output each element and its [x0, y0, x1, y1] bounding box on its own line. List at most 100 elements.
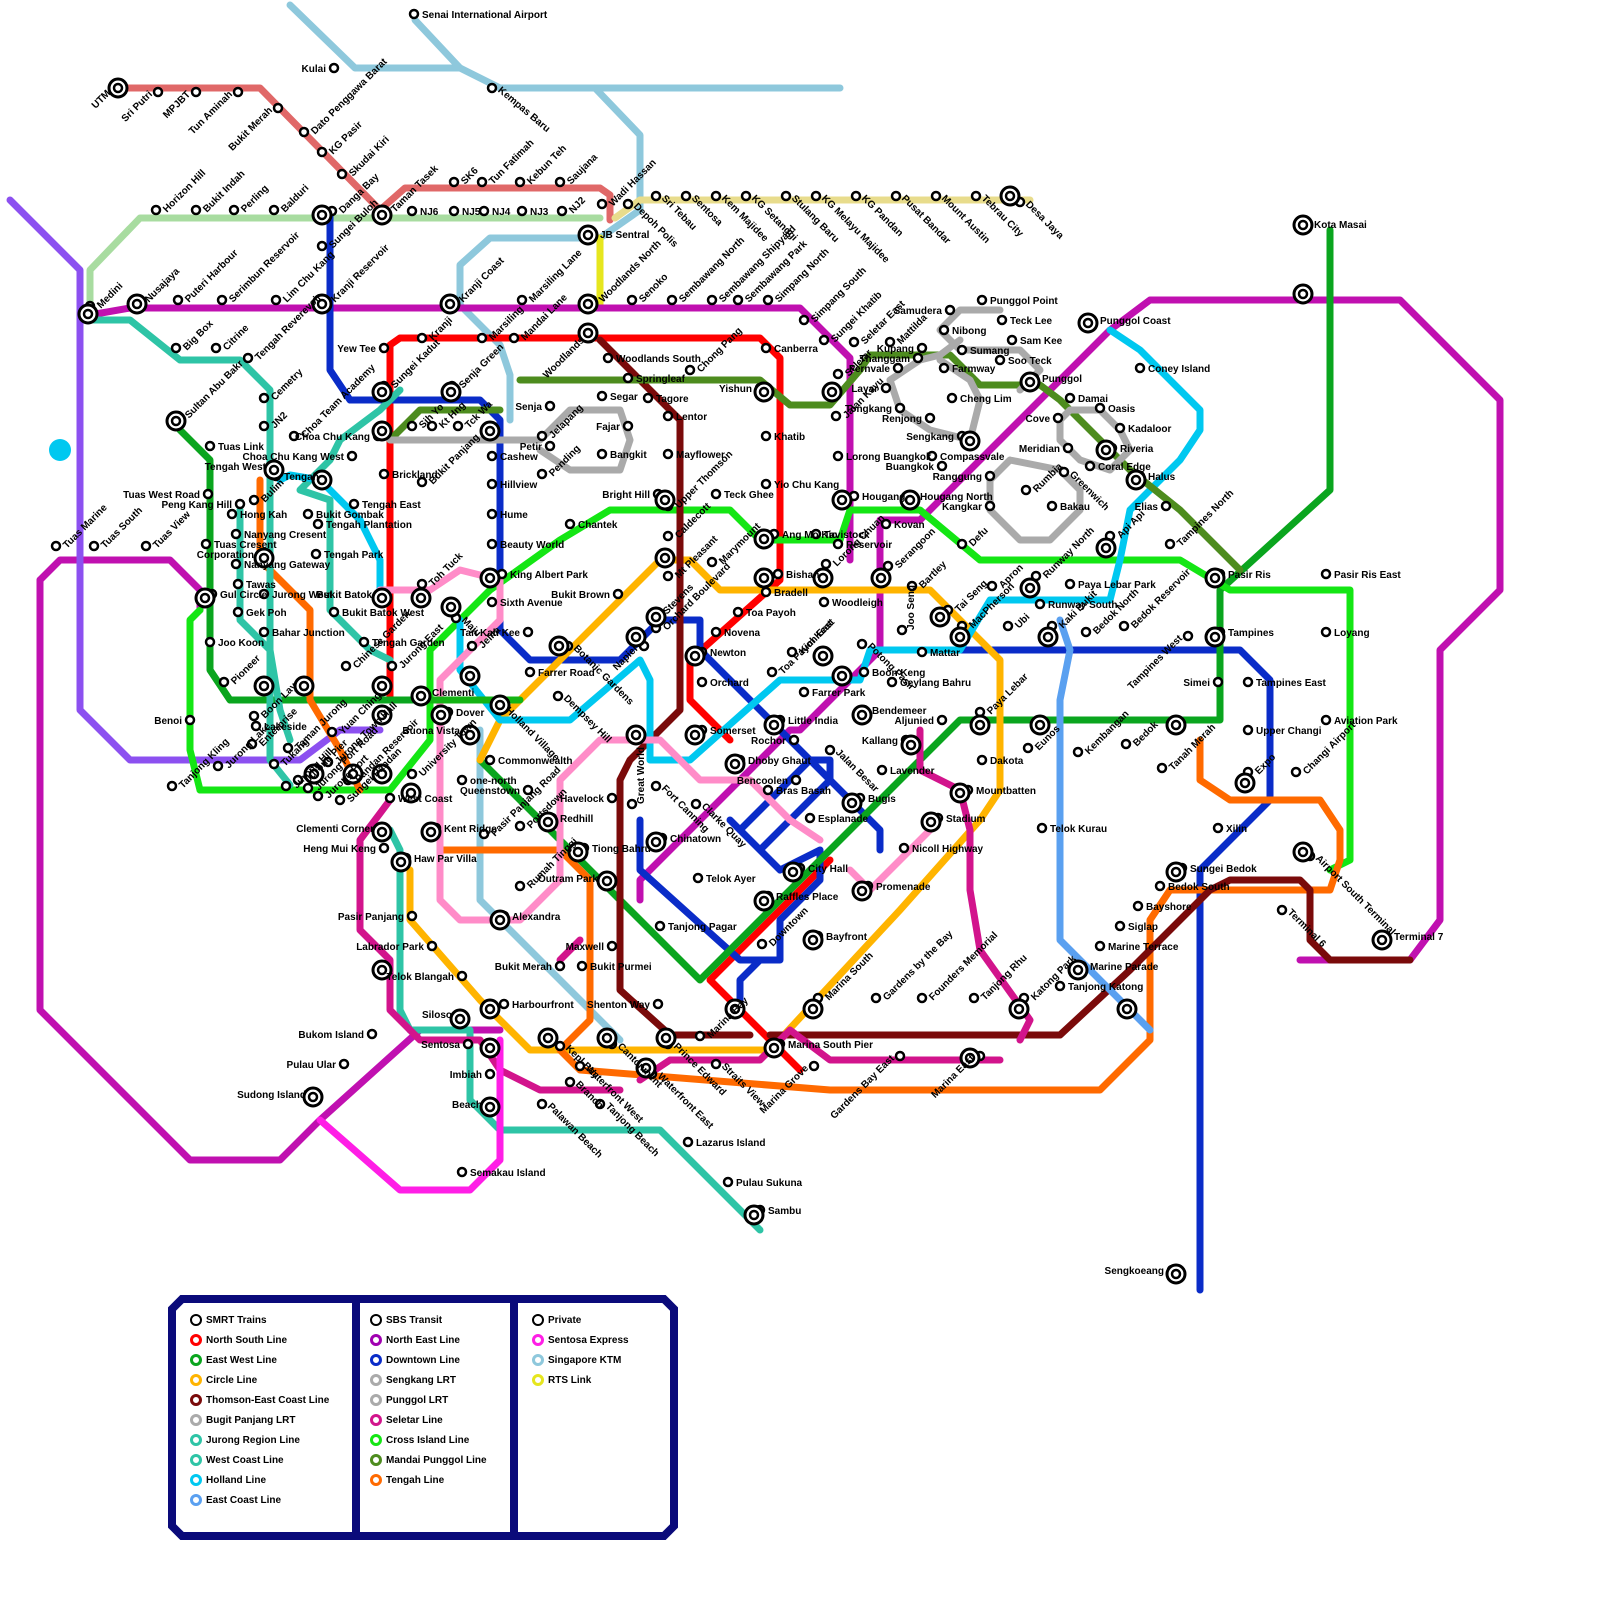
station-dot	[488, 480, 496, 488]
station-dot	[972, 192, 980, 200]
legend-item: RTS Link	[532, 1370, 682, 1390]
station-dot	[598, 392, 606, 400]
station-dot	[330, 608, 338, 616]
station-label: Kulai	[302, 64, 327, 75]
station-label: Benoi	[154, 716, 182, 727]
station-label: Yishun	[719, 384, 752, 395]
station-label: Airport South Terminal	[1313, 853, 1397, 937]
station-label: Nicoll Highway	[912, 844, 984, 855]
station-dot	[894, 364, 902, 372]
station-label: Expo	[1253, 752, 1278, 777]
station-label: KG Pasir	[327, 119, 365, 157]
station-dot	[538, 470, 546, 478]
station-label: Senja	[515, 402, 542, 413]
station-label: Telok Blangah	[386, 972, 454, 983]
station-dot	[516, 882, 524, 890]
station-dot	[938, 462, 946, 470]
station-label: Tengah West	[205, 462, 267, 473]
station-dot	[488, 598, 496, 606]
station-label: Bedok Reservoir	[1129, 567, 1193, 631]
interchange-core	[1102, 544, 1110, 552]
station-label: Hougang North	[920, 492, 993, 503]
station-dot	[408, 422, 416, 430]
station-label: Cove	[1026, 414, 1051, 425]
station-dot	[488, 510, 496, 518]
station-label: Alexandra	[512, 912, 561, 923]
station-label: Farrer Road	[538, 668, 595, 679]
legend-swatch-icon	[370, 1354, 382, 1366]
interchange-core	[789, 868, 797, 876]
station-dot	[274, 104, 282, 112]
station-dot	[206, 442, 214, 450]
station-label: Runway North	[1041, 525, 1097, 581]
station-dot	[566, 1078, 574, 1086]
station-dot	[428, 942, 436, 950]
station-label: Tampines	[1228, 628, 1274, 639]
station-label: Mattar	[930, 648, 960, 659]
station-label: Mattilda	[895, 312, 930, 347]
station-dot	[1056, 982, 1064, 990]
legend-swatch-icon	[370, 1414, 382, 1426]
station-label: Chantek	[578, 520, 618, 531]
station-dot	[230, 206, 238, 214]
station-dot	[806, 814, 814, 822]
interchange-core	[486, 1044, 494, 1052]
station-dot	[1038, 824, 1046, 832]
station-dot	[598, 200, 606, 208]
station-label: Nibong	[952, 326, 986, 337]
station-dot	[488, 452, 496, 460]
station-label: Woodlands South	[616, 354, 701, 365]
station-label: Xilin	[1226, 824, 1247, 835]
station-label: Bugis	[868, 794, 896, 805]
station-label: Perling	[239, 183, 271, 215]
station-dot	[486, 756, 494, 764]
station-label: Ranggung	[933, 472, 982, 483]
legend-label: Private	[548, 1315, 581, 1326]
station-dot	[538, 1100, 546, 1108]
station-dot	[664, 572, 672, 580]
interchange-core	[858, 711, 866, 719]
station-dot	[1036, 600, 1044, 608]
station-label: Beach	[452, 1100, 482, 1111]
station-dot	[556, 178, 564, 186]
interchange-core	[936, 613, 944, 621]
legend-item: Tengah Line	[370, 1470, 520, 1490]
station-dot	[792, 776, 800, 784]
station-label: Sudong Island	[237, 1090, 306, 1101]
station-label: Great World	[636, 747, 647, 804]
legend-column-1: SMRT TrainsNorth South LineEast West Lin…	[190, 1310, 340, 1510]
station-dot	[244, 354, 252, 362]
legend-label: Singapore KTM	[548, 1355, 621, 1366]
station-dot	[538, 432, 546, 440]
station-label: Terminal 7	[1394, 932, 1444, 943]
station-dot	[656, 922, 664, 930]
station-label: Tanjong Pagar	[668, 922, 737, 933]
station-label: Pulau Sukuna	[736, 1178, 803, 1189]
interchange-core	[1172, 868, 1180, 876]
legend-item: Cross Island Line	[370, 1430, 520, 1450]
station-label: Brickland	[392, 470, 438, 481]
station-dot	[696, 1032, 704, 1040]
station-dot	[768, 668, 776, 676]
interchange-core	[417, 594, 425, 602]
station-dot	[234, 88, 242, 96]
station-dot	[664, 532, 672, 540]
station-dot	[998, 316, 1006, 324]
station-dot	[318, 148, 326, 156]
station-dot	[652, 782, 660, 790]
station-dot	[734, 608, 742, 616]
legend-swatch-icon	[532, 1374, 544, 1386]
station-dot	[1292, 768, 1300, 776]
station-label: NJ4	[492, 207, 511, 218]
station-dot	[914, 354, 922, 362]
legend-label: North East Line	[386, 1335, 460, 1346]
bp-line	[1060, 410, 1130, 470]
station-dot	[388, 662, 396, 670]
interchange-core	[750, 1211, 758, 1219]
station-dot	[664, 412, 672, 420]
station-dot	[480, 207, 488, 215]
interchange-core	[906, 496, 914, 504]
station-label: Chong Pang	[695, 326, 744, 375]
legend-label: SBS Transit	[386, 1315, 442, 1326]
interchange-core	[632, 633, 640, 641]
